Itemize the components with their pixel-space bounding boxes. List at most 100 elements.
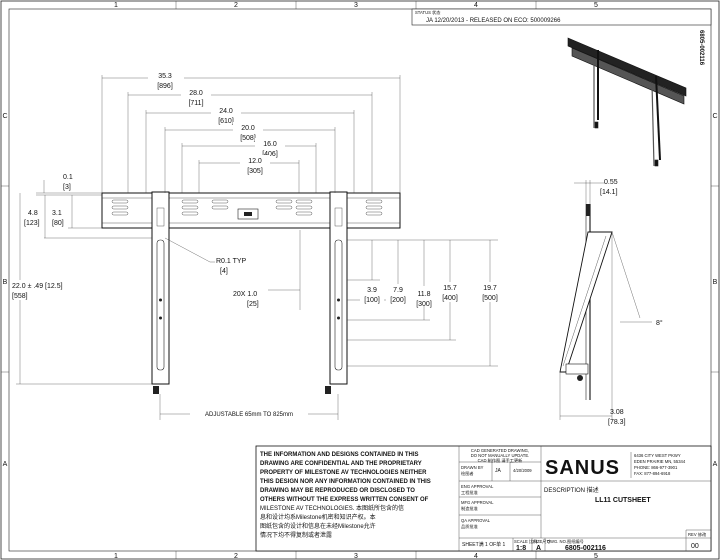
dim-24: 24.0 (219, 108, 233, 115)
sheet-label: SHEET满 1 OF单 1 (462, 541, 506, 548)
zone-col-3: 3 (354, 2, 358, 9)
zone-col-5-bottom: 5 (594, 553, 598, 560)
zone-col-1-bottom: 1 (114, 553, 118, 560)
dim-20-mm: [508] (240, 135, 256, 142)
zone-col-5: 5 (594, 2, 598, 9)
zone-row-a-right: A (713, 461, 718, 468)
dim-22-mm: [558] (12, 293, 28, 300)
notice-line-7: MILESTONE AV TECHNOLOGIES. 本图纸所包含的信 (260, 504, 404, 512)
zone-row-b-right: B (713, 279, 718, 286)
dim-0-1: 0.1 (63, 174, 73, 181)
eng-approval-cn: 工程批准 (461, 489, 478, 496)
drawn-date: 4/20/2009 (513, 468, 532, 473)
center-level (237, 208, 259, 220)
side-angle: 8° (656, 319, 663, 327)
qa-approval-cn: 品质批准 (461, 523, 478, 530)
notice-line-2: DRAWING ARE CONFIDENTIAL AND THE PROPRIE… (260, 461, 422, 467)
zone-row-c: C (2, 113, 7, 120)
dim-28-mm: [711] (188, 100, 203, 107)
eng-approval-label: ENG APPROVAL (461, 484, 494, 489)
zone-col-4: 4 (474, 2, 478, 9)
address-line-4: FAX: 877-894-6918 (634, 471, 671, 476)
plate-slots (111, 199, 383, 216)
isometric-view (567, 37, 687, 167)
slot-label: 20X 1.0 (233, 291, 257, 298)
drawn-by: JA (495, 468, 502, 474)
side-bottom-dim: 3.08 (610, 409, 624, 416)
dim-22: 22.0 ± .49 [12.5] (12, 283, 63, 290)
cad-note-1: CAD GENERATED DRAWING, (471, 448, 529, 453)
leader-lines (164, 230, 301, 310)
zone-col-2: 2 (234, 2, 238, 9)
dim-24-mm: [610] (218, 118, 234, 125)
radius-mm: [4] (220, 268, 228, 275)
dim-12-mm: [305] (247, 168, 263, 175)
dim-16: 16.0 (263, 141, 277, 148)
dim-3-1-mm: [80] (52, 220, 64, 227)
revision-block: STATUS 状态 JA 12/20/2013 - RELEASED ON EC… (411, 8, 712, 26)
description: LL11 CUTSHEET (595, 497, 651, 504)
cad-note-2: DO NOT MANUALLY UPDATE. (471, 453, 530, 458)
address-line-1: 6436 CITY WEST PKWY (634, 453, 681, 458)
size-value: A (536, 545, 541, 552)
dim-20: 20.0 (241, 125, 255, 132)
level-bubble (244, 212, 252, 216)
rev-label: REV 修改 (688, 531, 707, 538)
scale-label: SCALE 比例 (514, 538, 537, 545)
left-arm (151, 191, 170, 385)
zone-row-b: B (3, 279, 8, 286)
dim-19-7-mm: [500] (482, 295, 498, 302)
status-text: JA 12/20/2013 - RELEASED ON ECO: 5000092… (426, 18, 561, 24)
zone-row-a: A (3, 461, 8, 468)
dim-15-7-mm: [400] (442, 295, 458, 302)
drawn-by-cn: 绘图者 (461, 470, 474, 477)
dim-35-3-mm: [896] (157, 83, 173, 90)
mfg-approval-label: MFG APPROVAL (461, 500, 494, 505)
zone-row-c-right: C (712, 113, 717, 120)
notice-line-1: THE INFORMATION AND DESIGNS CONTAINED IN… (260, 452, 419, 458)
qa-approval-label: QA APPROVAL (461, 518, 491, 523)
front-view: 35.3 [896] 28.0 [711] 24.0 [610] 20.0 [5… (12, 70, 502, 420)
dim-3-9-mm: [100] (364, 297, 380, 304)
dim-16-mm: [406] (262, 151, 278, 158)
dim-4-8-mm: [123] (24, 220, 40, 227)
zone-col-3-bottom: 3 (354, 553, 358, 560)
title-block: THE INFORMATION AND DESIGNS CONTAINED IN… (255, 445, 712, 552)
left-dim-lines (16, 180, 152, 385)
description-label: DESCRIPTION 描述 (544, 486, 599, 494)
zone-col-1: 1 (114, 2, 118, 9)
top-dim-lines (101, 75, 401, 193)
rev-value: 00 (691, 543, 699, 550)
side-part-number: 6805-002116 (698, 30, 704, 66)
notice-line-10: 情况下均不得复制或者泄露 (260, 531, 332, 539)
dim-7-9-mm: [200] (390, 297, 406, 304)
drawn-by-label: DRAWN BY (461, 465, 484, 470)
dim-7-9: 7.9 (393, 287, 403, 294)
side-top-dim: 0.55 (604, 179, 618, 186)
left-pull-knob (153, 386, 159, 394)
adjustable-label: ADJUSTABLE 65mm TO 825mm (205, 412, 293, 418)
notice-line-8: 息和设计均系Milestone机密和知识产权。本 (260, 513, 376, 521)
radius-label: R0.1 TYP (216, 258, 247, 265)
notice-line-4: THIS DESIGN NOR ANY INFORMATION CONTAINE… (260, 479, 431, 485)
dim-4-8: 4.8 (28, 210, 38, 217)
dwg-no-label: DWG. NO.图纸编号 (547, 538, 584, 545)
zone-col-4-bottom: 4 (474, 553, 478, 560)
right-pull-knob (325, 386, 331, 394)
dim-15-7: 15.7 (443, 285, 457, 292)
dim-19-7: 19.7 (483, 285, 497, 292)
scale-value: 1:8 (516, 545, 526, 552)
side-view: 0.55 [14.1] 8° 3.08 [78.3] (559, 179, 663, 426)
side-bottom-dim-mm: [78.3] (608, 419, 626, 426)
side-top-dim-mm: [14.1] (600, 189, 618, 196)
wall-plate (101, 192, 401, 229)
zone-col-2-bottom: 2 (234, 553, 238, 560)
dim-12: 12.0 (248, 158, 262, 165)
size-label: SIZE尺寸 (533, 538, 551, 545)
dwg-no: 6805-002116 (565, 545, 606, 552)
dim-3-9: 3.9 (367, 287, 377, 294)
notice-line-9: 图纸包含的设计和信息在未经Milestone允许 (260, 522, 376, 530)
